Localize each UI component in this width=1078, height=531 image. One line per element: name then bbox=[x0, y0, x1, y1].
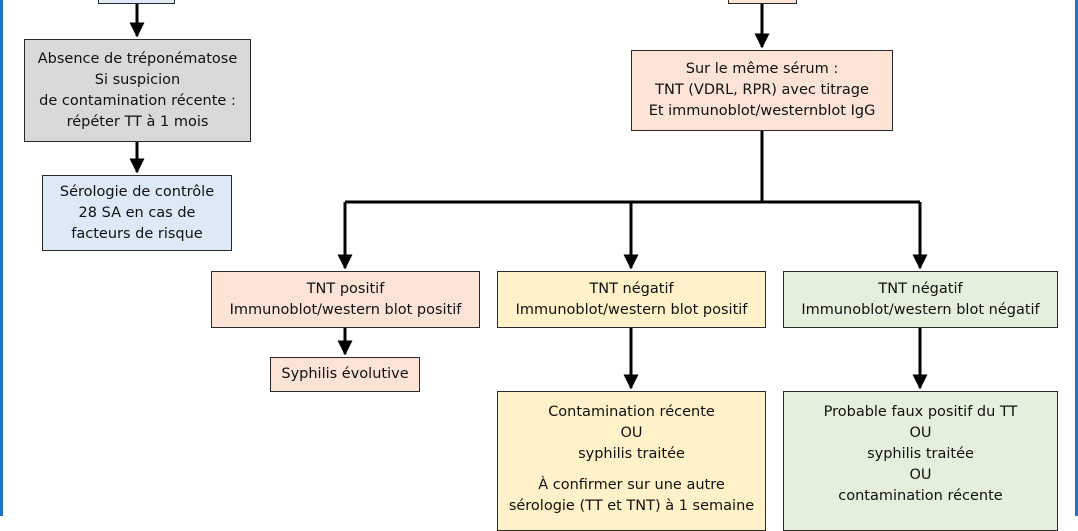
tnt-negatif-immunoblot-negatif-box: TNT négatif Immunoblot/western blot néga… bbox=[783, 271, 1058, 328]
meme-serum-line-1: Sur le même sérum : bbox=[685, 61, 839, 77]
meme-serum-line-3: Et immunoblot/westernblot IgG bbox=[648, 103, 876, 119]
controle-line-2: 28 SA en cas de bbox=[78, 204, 196, 221]
flowchart-connectors bbox=[129, 0, 928, 390]
partial-top-right-box bbox=[728, 0, 797, 4]
tnt-positif-box: TNT positif Immunoblot/western blot posi… bbox=[211, 271, 480, 328]
left-edge-rail bbox=[0, 0, 3, 516]
tnt-pos-line-2: Immunoblot/western blot positif bbox=[229, 301, 462, 318]
right-edge-rail bbox=[1075, 0, 1078, 516]
absence-treponematose-box: Absence de tréponématose Si suspicion de… bbox=[24, 39, 251, 142]
faux-positif-line-3: syphilis traitée bbox=[867, 446, 974, 462]
faux-positif-line-2: OU bbox=[909, 425, 932, 441]
partial-top-left-box bbox=[98, 0, 175, 4]
contamination-note-line-1: À confirmer sur une autre bbox=[538, 477, 725, 493]
tnt-neg-pos-line-2: Immunoblot/western blot positif bbox=[515, 301, 748, 318]
controle-line-1: Sérologie de contrôle bbox=[59, 183, 215, 200]
tnt-negatif-immunoblot-positif-box: TNT négatif Immunoblot/western blot posi… bbox=[497, 271, 766, 328]
syphilis-evolutive-label: Syphilis évolutive bbox=[281, 366, 409, 382]
tnt-neg-neg-line-1: TNT négatif bbox=[878, 280, 963, 297]
contamination-recente-box: Contamination récente OU syphilis traité… bbox=[497, 391, 766, 531]
tnt-neg-pos-line-1: TNT négatif bbox=[589, 280, 674, 297]
contamination-line-2: OU bbox=[620, 425, 643, 441]
faux-positif-line-1: Probable faux positif du TT bbox=[823, 404, 1018, 420]
meme-serum-box: Sur le même sérum : TNT (VDRL, RPR) avec… bbox=[631, 50, 893, 131]
serologie-controle-box: Sérologie de contrôle 28 SA en cas de fa… bbox=[42, 175, 232, 251]
contamination-note-line-2: sérologie (TT et TNT) à 1 semaine bbox=[508, 498, 755, 514]
absence-line-1: Absence de tréponématose bbox=[37, 50, 238, 67]
tnt-pos-line-1: TNT positif bbox=[306, 280, 385, 297]
faux-positif-line-5: contamination récente bbox=[838, 488, 1003, 504]
tnt-neg-neg-line-2: Immunoblot/western blot négatif bbox=[801, 301, 1040, 318]
absence-line-4: répéter TT à 1 mois bbox=[66, 113, 209, 130]
syphilis-evolutive-box: Syphilis évolutive bbox=[270, 357, 420, 392]
controle-line-3: facteurs de risque bbox=[71, 225, 203, 242]
faux-positif-box: Probable faux positif du TT OU syphilis … bbox=[783, 391, 1058, 531]
absence-line-2: Si suspicion bbox=[94, 71, 181, 88]
faux-positif-line-4: OU bbox=[909, 467, 932, 483]
meme-serum-line-2: TNT (VDRL, RPR) avec titrage bbox=[655, 82, 869, 98]
contamination-line-3: syphilis traitée bbox=[578, 446, 685, 462]
contamination-line-1: Contamination récente bbox=[548, 404, 715, 420]
absence-line-3: de contamination récente : bbox=[39, 92, 236, 109]
